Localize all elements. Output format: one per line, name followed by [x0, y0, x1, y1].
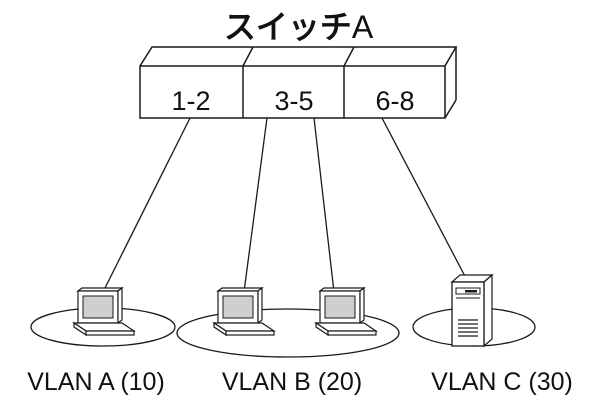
link-port3-vlanB-right [313, 117, 335, 293]
connection-lines [102, 117, 469, 293]
computer-icon [72, 286, 136, 337]
switch-title-suffix: A [351, 9, 374, 45]
server-icon [450, 273, 494, 348]
port-label-6-8: 6-8 [375, 86, 415, 116]
vlan-b-ellipse [176, 308, 400, 358]
vlan-c-label: VLAN C (30) [431, 368, 573, 396]
vlan-b-label: VLAN B (20) [221, 368, 363, 396]
switch-box [139, 46, 458, 119]
link-port3-vlanB-left [243, 117, 268, 293]
port-label-3-5: 3-5 [274, 86, 314, 116]
link-port6-vlanC [381, 117, 469, 283]
switch-title-jp: スイッチ [223, 8, 352, 46]
port-label-1-2: 1-2 [171, 86, 211, 116]
computer-icon [212, 286, 276, 337]
computer-icon [314, 286, 378, 337]
link-port1-vlanA [102, 117, 191, 293]
switch-title: スイッチA [0, 2, 597, 48]
vlan-a-label: VLAN A (10) [27, 368, 165, 396]
